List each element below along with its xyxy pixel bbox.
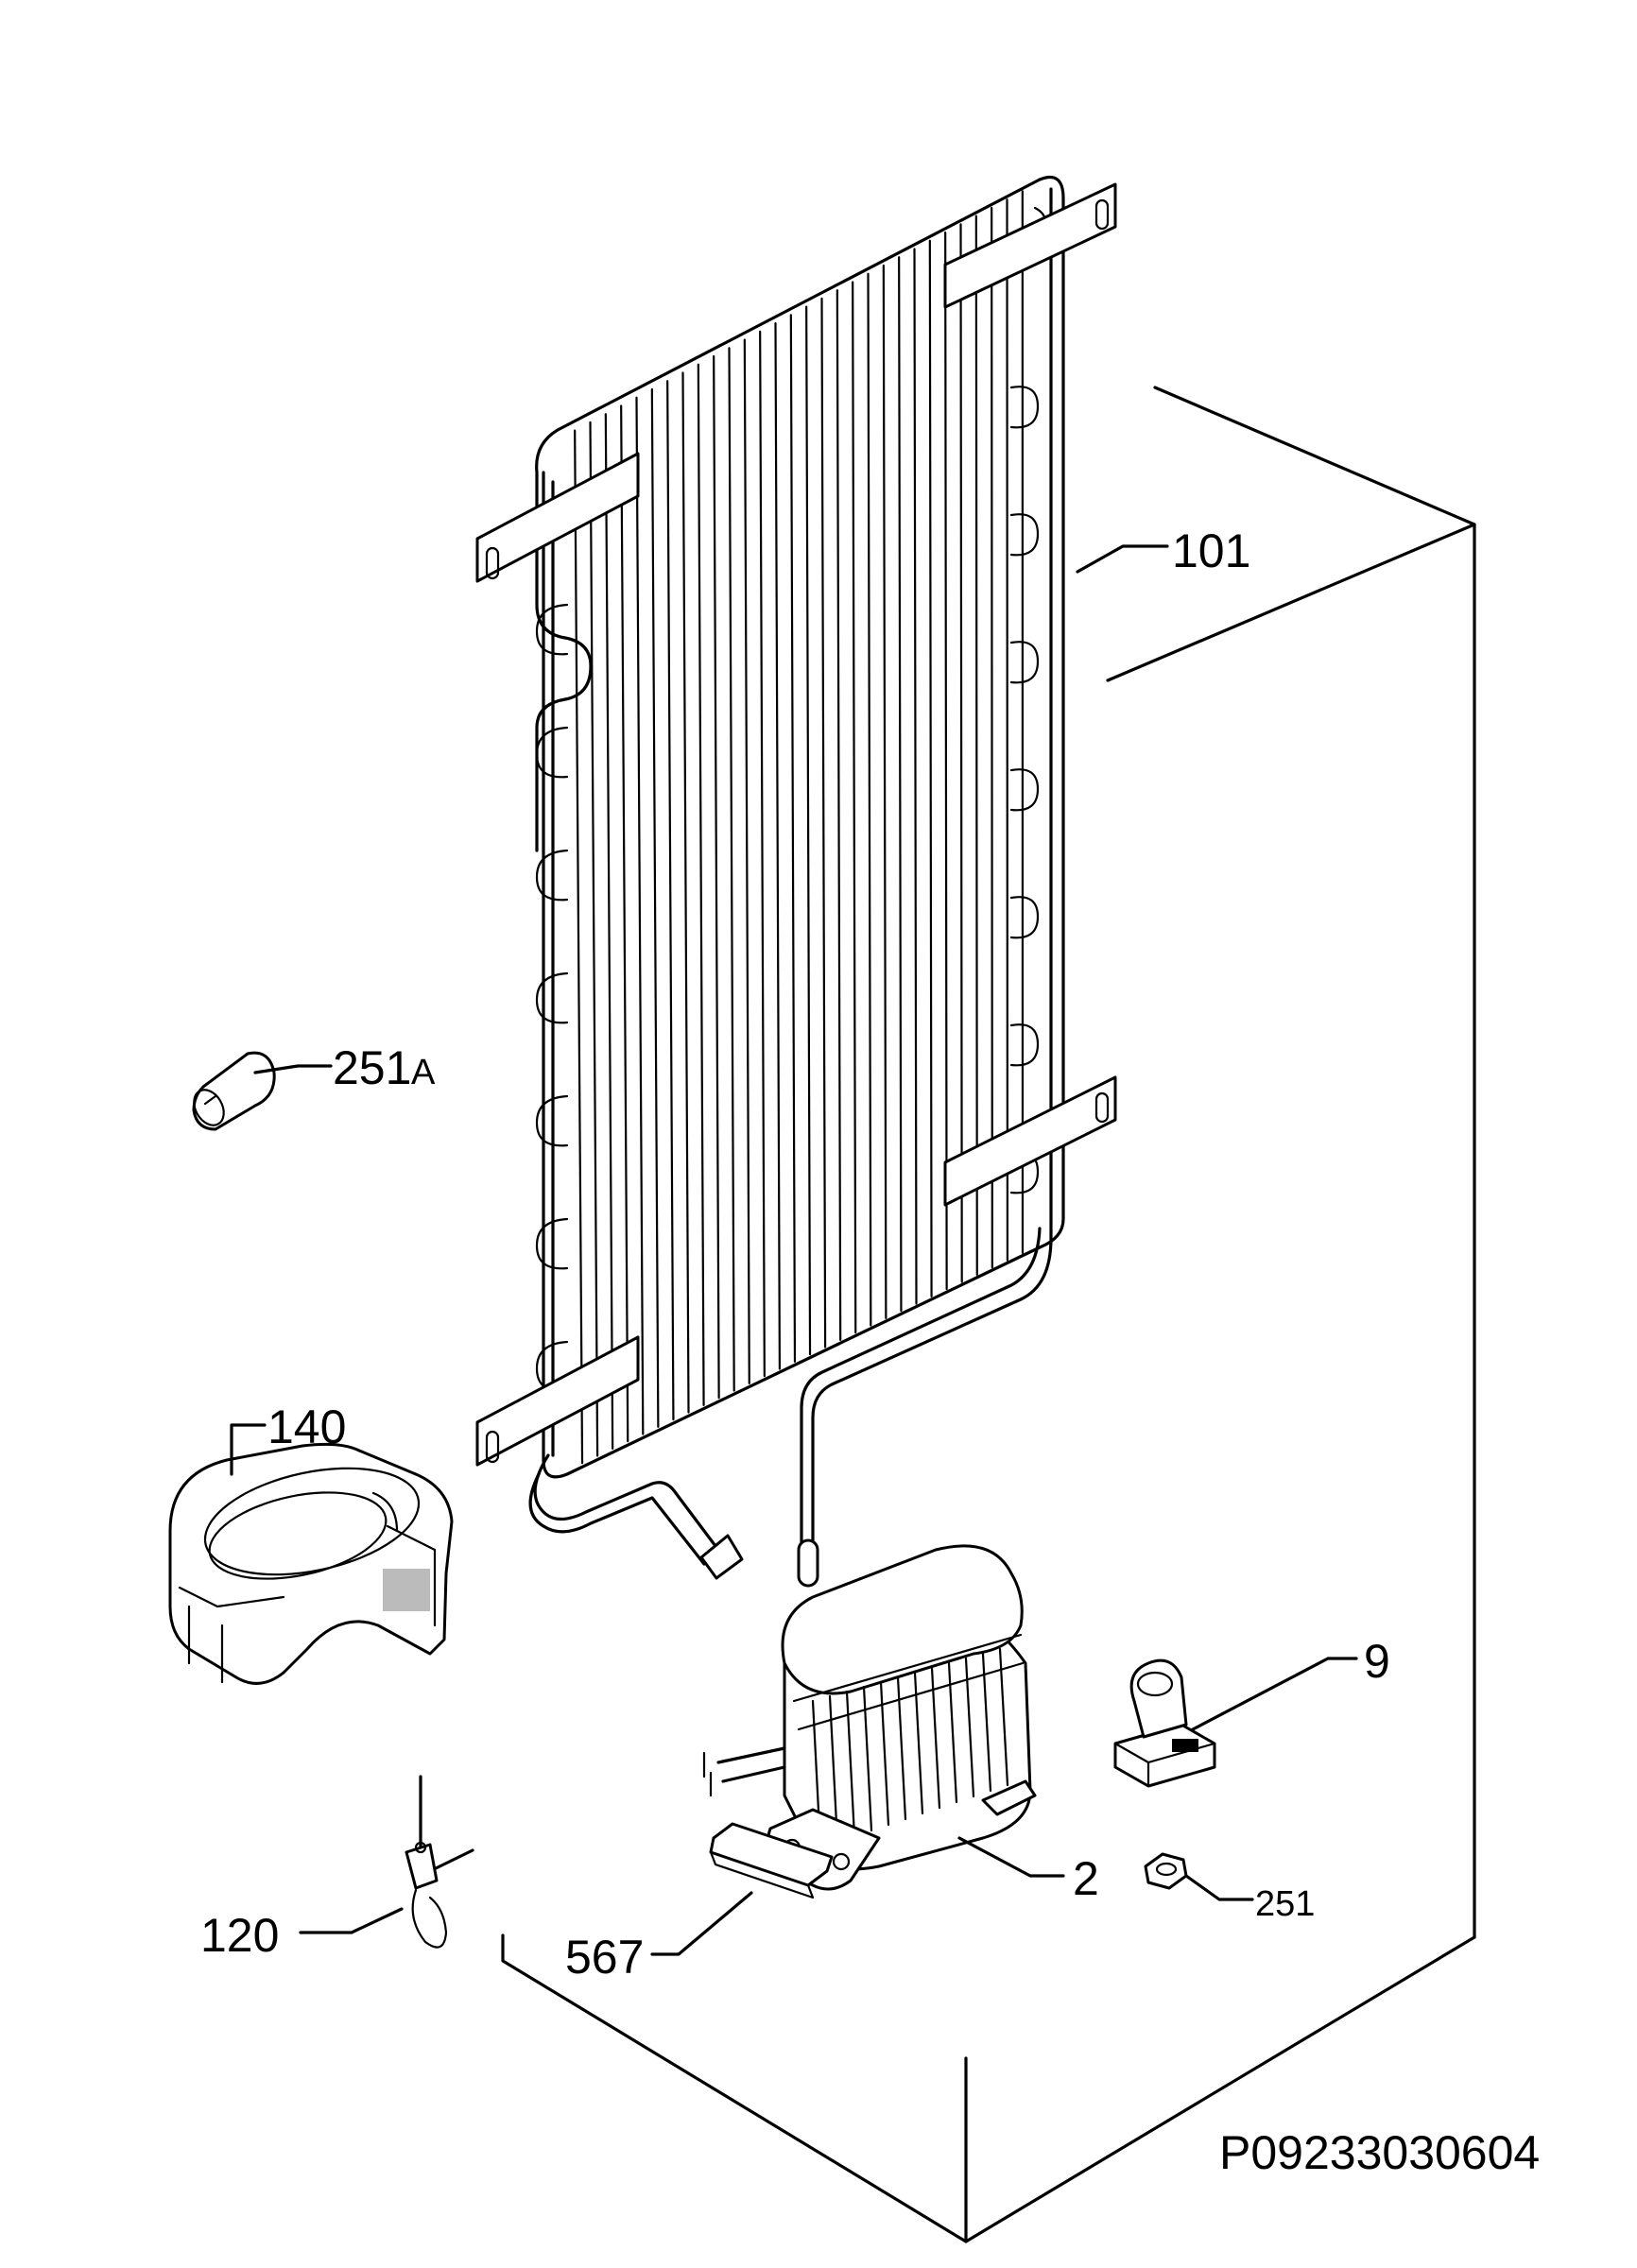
callout-140: 140: [230, 1400, 346, 1476]
compressor-rib: [845, 1690, 856, 1838]
callout-9: 9: [1191, 1635, 1390, 1731]
grommet-251a: [192, 1051, 276, 1131]
compressor-ribs: [811, 1647, 1009, 1849]
callout-2: 2: [957, 1836, 1099, 1905]
condenser-wire: [898, 256, 903, 1313]
callout-251a-suffix: A: [411, 1053, 436, 1092]
rubber-pad-567: [709, 1822, 834, 1899]
condenser-bracket-bottom-right: [943, 1075, 1117, 1207]
condenser-wire: [574, 429, 584, 1465]
condenser-wire: [666, 380, 675, 1421]
condenser-wire: [743, 338, 750, 1384]
condenser-wire: [589, 421, 599, 1457]
condenser-wire: [697, 363, 705, 1406]
condenser-wire: [820, 297, 827, 1349]
condenser-wire: [681, 371, 690, 1414]
condenser-wire: [604, 413, 614, 1450]
capillary-clip-120: [405, 1775, 474, 1949]
drip-tray-140: [168, 1442, 454, 1685]
compressor-rib: [981, 1652, 992, 1793]
compressor-rib: [862, 1685, 873, 1832]
callout-567-label: 567: [565, 1931, 644, 1984]
condenser-wire: [836, 289, 842, 1341]
coil-loop-left: [535, 603, 569, 656]
drawing-code: P09233030604: [1219, 2126, 1540, 2179]
compressor-rib: [896, 1675, 907, 1821]
condenser-wire: [635, 396, 645, 1435]
condenser-wire: [913, 248, 918, 1305]
condenser-wires: [574, 190, 1025, 1465]
callout-9-label: 9: [1364, 1635, 1390, 1688]
coil-loop-right: [1009, 1023, 1040, 1067]
condenser-wire: [882, 264, 887, 1319]
condenser-wire: [789, 314, 797, 1363]
callout-101: 101: [1076, 524, 1250, 577]
condenser-wire: [620, 404, 629, 1443]
coil-loop-left: [535, 971, 569, 1024]
compressor-rib: [964, 1657, 975, 1798]
condenser-grid: [475, 175, 1117, 1588]
coil-loop-left: [535, 1094, 569, 1147]
callout-251a-label: 251: [333, 1041, 411, 1094]
callout-251a: 251 A: [253, 1041, 436, 1094]
compressor-2: [702, 1544, 1037, 1891]
condenser-wire: [852, 281, 857, 1334]
condenser-wire: [991, 206, 993, 1269]
condenser-wire: [650, 387, 660, 1428]
coil-loop-left: [535, 726, 569, 779]
compressor-rib: [947, 1661, 958, 1804]
coil-loop-right: [1009, 768, 1040, 812]
callout-140-label: 140: [267, 1400, 346, 1453]
callout-2-label: 2: [1073, 1852, 1099, 1905]
condenser-wire: [774, 322, 782, 1370]
compressor-rib: [998, 1647, 1009, 1787]
condenser-wire: [867, 272, 872, 1327]
condenser-wire: [728, 347, 735, 1392]
condenser-wire: [805, 305, 812, 1356]
condenser-wire: [713, 354, 720, 1400]
condenser-wire: [959, 223, 963, 1283]
compressor-rib: [879, 1680, 890, 1827]
callout-101-label: 101: [1172, 524, 1250, 577]
callout-251: 251: [1184, 1874, 1315, 1924]
compressor-rib: [913, 1671, 924, 1815]
callout-567: 567: [565, 1891, 753, 1984]
condenser-wire: [944, 231, 948, 1291]
callout-120-label: 120: [200, 1909, 279, 1962]
coil-loop-left: [535, 1217, 569, 1270]
coil-loop-right: [1009, 641, 1040, 684]
condenser-loops-right: [1009, 386, 1040, 1194]
condenser-bracket-top-right: [943, 182, 1117, 309]
cabinet-outline: [501, 386, 1476, 2243]
nut-251: [1144, 1852, 1188, 1890]
condenser-bracket-bottom-left: [475, 1335, 640, 1467]
callout-120: 120: [200, 1907, 404, 1962]
callout-251-label: 251: [1255, 1884, 1315, 1924]
relay-clip-9: [1113, 1658, 1216, 1788]
condenser-wire: [928, 239, 933, 1297]
coil-loop-right: [1009, 896, 1040, 939]
condenser-bracket-top-left: [475, 452, 640, 583]
compressor-rib: [930, 1666, 941, 1810]
condenser-wire: [759, 330, 766, 1378]
coil-loop-right: [1009, 386, 1040, 429]
compressor-rib: [828, 1694, 839, 1844]
coil-loop-left: [535, 849, 569, 902]
condenser-wire: [974, 215, 978, 1276]
coil-loop-right: [1009, 513, 1040, 557]
